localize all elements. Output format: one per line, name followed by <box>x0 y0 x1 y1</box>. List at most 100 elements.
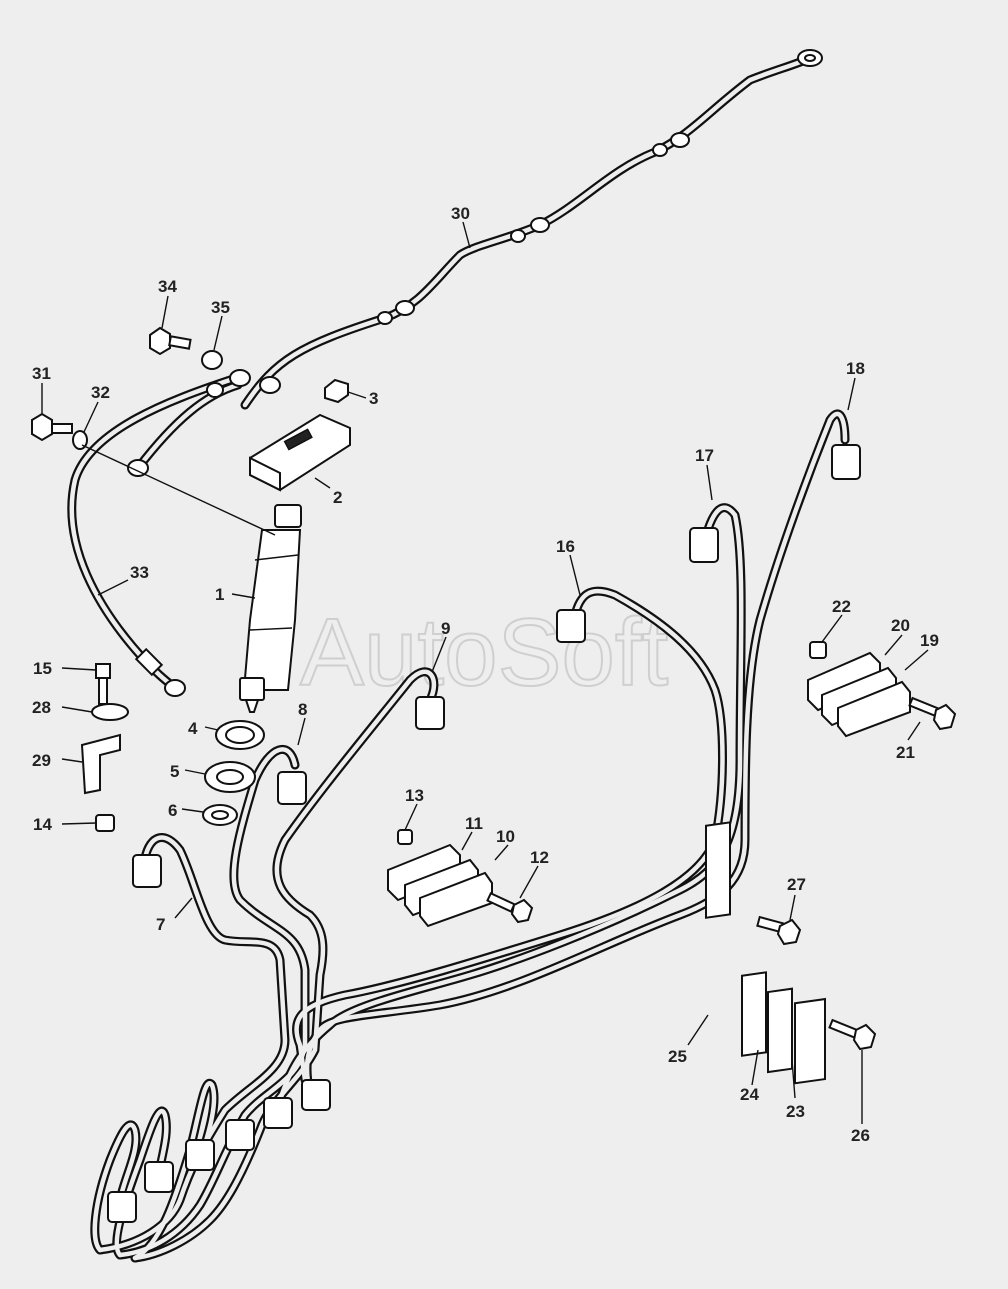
washer-4-hole <box>225 726 255 744</box>
callout-12: 12 <box>530 848 549 867</box>
injector-top-thread <box>274 504 302 528</box>
callout-11: 11 <box>465 814 483 833</box>
injector-body <box>242 529 302 691</box>
washer-35 <box>201 350 223 370</box>
pipe-clamp-set-10-13 <box>387 829 534 928</box>
callout-27: 27 <box>787 875 806 894</box>
pipe-nut-18 <box>831 444 861 480</box>
pipe-hairpin-1-inner <box>92 1122 139 1253</box>
pipe-nut-lower-4 <box>225 1119 255 1151</box>
pipe-nut-lower-2 <box>144 1161 174 1193</box>
callout-33: 33 <box>130 563 149 582</box>
bolt-34 <box>149 326 192 356</box>
leakoff-line-33 <box>67 375 235 693</box>
banjo-hole-30 <box>804 54 816 62</box>
bolt-15-shank <box>98 677 108 705</box>
callout-13: 13 <box>405 786 424 805</box>
callout-34: 34 <box>158 277 177 296</box>
callout-9: 9 <box>441 619 450 638</box>
pipe-hairpin-2-inner <box>114 1108 169 1258</box>
pipe-clamp-set-23-27 <box>705 821 877 1085</box>
pipe-nut-16 <box>556 609 586 643</box>
union-nut-30e <box>395 300 415 316</box>
bolt-21-head <box>932 703 957 731</box>
pipe-nut-17 <box>689 527 719 563</box>
callout-21: 21 <box>896 743 915 762</box>
union-nut-30d <box>510 229 526 243</box>
washer-32 <box>72 430 88 450</box>
bracket-29 <box>80 733 121 795</box>
callout-26: 26 <box>851 1126 870 1145</box>
callout-7: 7 <box>156 915 165 934</box>
callout-32: 32 <box>91 383 110 402</box>
watermark-text: AutoSoft <box>300 599 668 706</box>
seal-5-hole <box>216 769 244 785</box>
callout-31: 31 <box>32 364 51 383</box>
union-nut-30f <box>377 311 393 325</box>
leakoff-line-33-inner <box>69 377 233 691</box>
callout-16: 16 <box>556 537 575 556</box>
bolt-12-head <box>510 898 534 924</box>
union-nut-30c <box>530 217 550 233</box>
pipe-nut-7 <box>132 854 162 888</box>
callout-30: 30 <box>451 204 470 223</box>
callout-35: 35 <box>211 298 230 317</box>
leakoff-line-33b-inner <box>135 382 241 471</box>
injector-assembly <box>239 504 302 713</box>
nut-14 <box>95 814 115 832</box>
return-line-30-inner <box>242 55 813 408</box>
union-nut-30a <box>670 132 690 148</box>
callout-5: 5 <box>170 762 179 781</box>
bolt-31 <box>31 412 73 442</box>
clamp-side <box>249 456 281 492</box>
clamp-plate-19 <box>837 680 911 738</box>
nut-3 <box>324 378 349 404</box>
pipe-nut-lower-3 <box>185 1139 215 1171</box>
callout-labels: 1 2 3 4 5 6 7 8 9 10 11 12 13 14 15 16 1… <box>32 204 939 1145</box>
callout-17: 17 <box>695 446 714 465</box>
washer-6-hole <box>211 810 229 820</box>
pipe-fittings <box>107 49 861 1223</box>
callout-2: 2 <box>333 488 342 507</box>
callout-8: 8 <box>298 700 307 719</box>
nut-33-bottom <box>134 647 164 677</box>
callout-1: 1 <box>215 585 224 604</box>
pipe-nut-9 <box>415 696 445 730</box>
pipe-nut-lower-1 <box>107 1191 137 1223</box>
bolt-12 <box>486 891 516 913</box>
pipe-nut-lower-5 <box>263 1097 293 1129</box>
callout-6: 6 <box>168 801 177 820</box>
banjo-fitting-injector <box>127 459 149 477</box>
plate-23 <box>794 997 826 1085</box>
pipe-clamp-set-19-22 <box>807 641 957 738</box>
injector-tip <box>244 699 260 713</box>
callout-15: 15 <box>33 659 52 678</box>
injector-nozzle-nut <box>239 677 265 701</box>
callout-18: 18 <box>846 359 865 378</box>
union-nut-30b <box>652 143 668 157</box>
bolt-27-head <box>776 918 802 946</box>
nut-22 <box>809 641 827 659</box>
callout-3: 3 <box>369 389 378 408</box>
bolt-21 <box>908 696 940 718</box>
callout-10: 10 <box>496 827 515 846</box>
bolt-15-head <box>95 663 111 679</box>
callout-22: 22 <box>832 597 851 616</box>
callout-20: 20 <box>891 616 910 635</box>
callout-23: 23 <box>786 1102 805 1121</box>
injection-pipe-7-inner <box>97 835 288 1253</box>
clip-28 <box>91 703 129 721</box>
leader-lines <box>41 221 929 1124</box>
plate-24b <box>767 987 793 1074</box>
injector-clamp <box>249 413 351 492</box>
nut-33-top <box>206 382 224 398</box>
pipe-hairpin-3-inner <box>132 1081 217 1261</box>
injection-pipe-17-inner <box>277 505 744 1103</box>
banjo-fitting-30-end <box>259 376 281 394</box>
clamp-slot <box>283 428 313 451</box>
pipe-nut-lower-6 <box>301 1079 331 1111</box>
callout-24: 24 <box>740 1085 759 1104</box>
nut-13 <box>397 829 413 845</box>
